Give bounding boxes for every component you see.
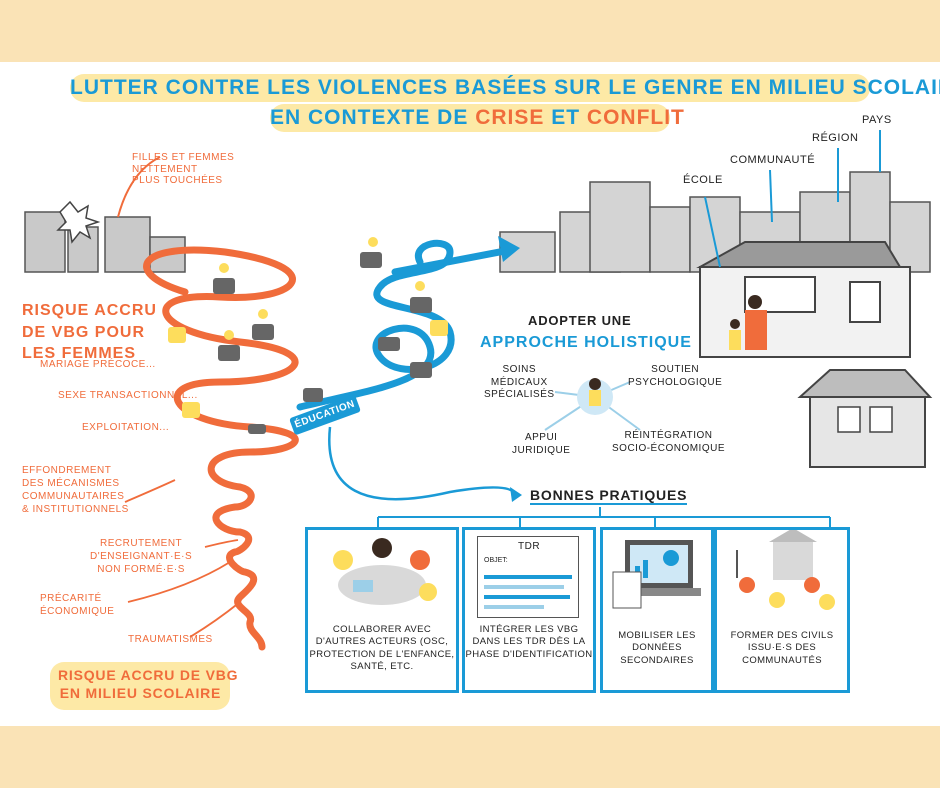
kids-on-spirals	[168, 237, 448, 434]
level-pays: PAYS	[862, 114, 892, 126]
practice-card-tdr: TDR OBJET: INTÉGRER LES VBG DANS LES TDR…	[462, 527, 596, 693]
holistic-appui: APPUI JURIDIQUE	[512, 432, 570, 457]
holistic-reintegration: RÉINTÉGRATION SOCIO-ÉCONOMIQUE	[612, 430, 725, 455]
holistic-title-2: APPROCHE HOLISTIQUE	[480, 334, 692, 351]
soins-line-2: MÉDICAUX	[490, 376, 548, 388]
arrow-to-ruins	[117, 156, 161, 218]
recrutement-line-1: RECRUTEMENT	[99, 538, 183, 549]
tdr-doc-title: TDR	[518, 541, 541, 552]
level-region: RÉGION	[812, 132, 859, 144]
level-pointers	[704, 130, 881, 268]
title-line-2: EN CONTEXTE DE CRISE ET CONFLIT	[270, 104, 684, 133]
practice-caption-donnees: MOBILISER LES DONNÉES SECONDAIRES	[618, 630, 696, 666]
sub-item-exploitation: EXPLOITATION...	[82, 422, 170, 433]
recrutement-line-2: D'ENSEIGNANT·E·S	[90, 551, 193, 562]
title-context: EN CONTEXTE DE	[270, 106, 476, 129]
soutien-line-1: SOUTIEN	[651, 364, 700, 375]
reintegration-line-1: RÉINTÉGRATION	[624, 430, 713, 441]
filles-text: FILLES ET FEMMES NETTEMENT PLUS TOUCHÉES	[132, 152, 234, 187]
filles-line-2: NETTEMENT	[132, 163, 198, 175]
precarite-line-1: PRÉCARITÉ	[40, 593, 102, 604]
house-illustration	[797, 369, 933, 468]
arrow-head-practices	[510, 487, 522, 502]
arrow-head-city	[498, 236, 520, 262]
holistic-soins: SOINS MÉDICAUX SPÉCIALISÉS	[484, 364, 555, 402]
practice-caption-collaborer: COLLABORER AVEC D'AUTRES ACTEURS (OSC, P…	[309, 624, 455, 673]
sub-item-sexe: SEXE TRANSACTIONNEL...	[58, 390, 198, 401]
appui-line-2: JURIDIQUE	[512, 444, 571, 456]
reintegration-line-2: SOCIO-ÉCONOMIQUE	[612, 442, 726, 454]
effondrement-line-3: COMMUNAUTAIRES	[22, 491, 125, 502]
soins-line-3: SPÉCIALISÉS	[484, 389, 555, 400]
practice-caption-tdr: INTÉGRER LES VBG DANS LES TDR DÈS LA PHA…	[465, 624, 593, 660]
arrow-to-practices	[328, 426, 517, 501]
effondrement-line-2: DES MÉCANISMES	[22, 478, 120, 489]
orange-spiral	[143, 246, 299, 651]
community-training-illustration	[736, 528, 835, 610]
soins-line-1: SOINS	[502, 364, 537, 375]
effondrement-line-4: & INSTITUTIONNELS	[22, 504, 129, 515]
factor-arrows	[124, 479, 241, 638]
meeting-illustration	[333, 538, 437, 605]
practice-card-donnees: MOBILISER LES DONNÉES SECONDAIRES	[600, 527, 714, 693]
level-communaute: COMMUNAUTÉ	[730, 154, 816, 166]
traumatismes-text: TRAUMATISMES	[128, 634, 213, 645]
precarite-line-2: ÉCONOMIQUE	[40, 606, 115, 617]
filles-line-1: FILLES ET FEMMES	[132, 152, 235, 163]
infographic-canvas: LUTTER CONTRE LES VIOLENCES BASÉES SUR L…	[0, 62, 940, 726]
risque-school-text: RISQUE ACCRU DE VBG EN MILIEU SCOLAIRE	[58, 666, 239, 702]
bonnes-pratiques-title: BONNES PRATIQUES	[530, 487, 688, 506]
explosion-icon	[56, 200, 101, 244]
recrutement-line-3: NON FORMÉ·E·S	[97, 564, 185, 575]
risque-women-text: RISQUE ACCRU DE VBG POUR LES FEMMES	[22, 300, 157, 365]
risque-school-line-1: RISQUE ACCRU DE VBG	[58, 667, 239, 683]
tdr-doc-objet: OBJET:	[484, 557, 508, 564]
practice-caption-former: FORMER DES CIVILS ISSU·E·S DES COMMUNAUT…	[730, 630, 834, 666]
sub-item-mariage: MARIAGE PRÉCOCE...	[40, 359, 156, 370]
practices-tree	[377, 507, 831, 527]
illustration-layer	[24, 130, 933, 651]
title-line-1: LUTTER CONTRE LES VIOLENCES BASÉES SUR L…	[70, 74, 940, 103]
arrow-to-city	[391, 246, 514, 276]
level-ecole: ÉCOLE	[683, 174, 723, 186]
holistic-title-1: ADOPTER UNE	[528, 313, 632, 328]
tdr-document-icon: TDR OBJET:	[477, 536, 579, 618]
precarite-text: PRÉCARITÉ ÉCONOMIQUE	[40, 592, 114, 618]
appui-line-1: APPUI	[524, 432, 558, 443]
holistic-soutien: SOUTIEN PSYCHOLOGIQUE	[628, 364, 722, 389]
risque-school-line-2: EN MILIEU SCOLAIRE	[59, 685, 222, 702]
title-and: ET	[544, 106, 587, 129]
ruined-city-illustration	[24, 211, 186, 273]
risque-women-line-1: RISQUE ACCRU	[22, 302, 157, 319]
risque-school-banner	[50, 662, 230, 710]
title-crise: CRISE	[475, 106, 545, 129]
filles-line-3: PLUS TOUCHÉES	[132, 175, 223, 186]
risque-women-line-2: DE VBG POUR	[22, 323, 146, 341]
recrutement-text: RECRUTEMENT D'ENSEIGNANT·E·S NON FORMÉ·E…	[90, 537, 192, 576]
soutien-line-2: PSYCHOLOGIQUE	[628, 376, 723, 388]
risque-women-line-3: LES FEMMES	[22, 345, 137, 363]
effondrement-line-1: EFFONDREMENT	[22, 465, 112, 476]
practice-card-former: FORMER DES CIVILS ISSU·E·S DES COMMUNAUT…	[714, 527, 850, 693]
effondrement-text: EFFONDREMENT DES MÉCANISMES COMMUNAUTAIR…	[22, 464, 129, 516]
school-illustration	[696, 241, 911, 358]
laptop-data-illustration	[612, 540, 701, 609]
practice-card-collaborer: COLLABORER AVEC D'AUTRES ACTEURS (OSC, P…	[305, 527, 459, 693]
title-conflit: CONFLIT	[586, 106, 685, 129]
